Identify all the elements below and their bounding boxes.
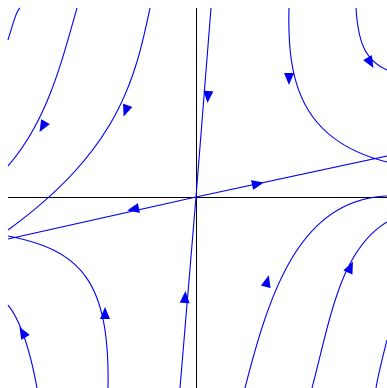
arrow-stable-lower [179,291,190,304]
trajectory-lower-right-inner [244,195,387,388]
arrow-lower-right-outer [343,261,353,275]
arrow-upper-right-outer [363,55,374,69]
trajectory-upper-right-outer [355,7,387,71]
trajectory-upper-left-inner [7,7,151,231]
stable-manifold-upper [195,7,212,198]
arrow-lower-left-outer [19,326,30,340]
arrow-lower-right-inner [260,275,271,289]
trajectory-lower-right-outer [311,221,387,388]
trajectory-lower-left-inner [7,235,109,388]
flow-arrows [19,55,374,340]
axes [8,8,387,388]
arrow-upper-left-inner [123,103,133,117]
arrow-unstable-right [251,180,264,190]
trajectory-lower-left-outer [7,304,38,388]
arrow-lower-left-inner [100,307,110,319]
arrow-stable-upper [203,90,214,103]
arrow-upper-right-inner [284,73,294,85]
trajectory-lower-right-far [375,339,387,388]
unstable-manifold-left [7,196,197,240]
unstable-manifold-right [195,155,387,198]
arrow-unstable-left [127,203,140,213]
stable-manifold-lower [179,196,197,388]
trajectory-upper-right-inner [288,7,387,163]
arrow-upper-left-mid [39,119,50,133]
trajectory-upper-left-outer [7,7,21,41]
trajectory-upper-left-mid [7,7,78,167]
